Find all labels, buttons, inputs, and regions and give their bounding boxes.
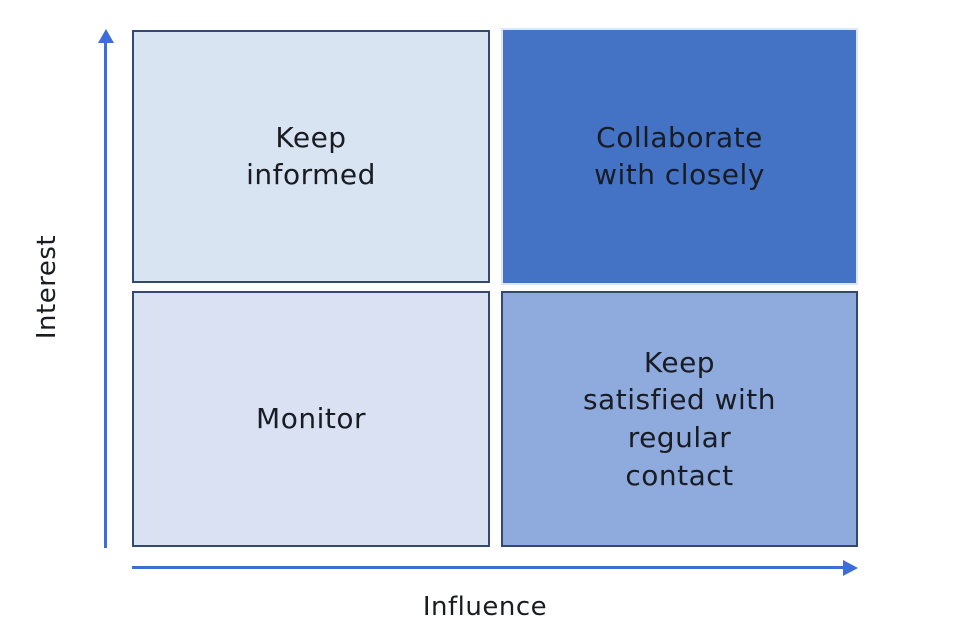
quadrant-label-collaborate-with-closely: Collaborate with closely — [594, 120, 765, 191]
quadrant-label-keep-satisfied: Keep satisfied with regular contact — [582, 345, 777, 492]
y-axis-label: Interest — [32, 234, 62, 340]
quadrant-keep-satisfied: Keep satisfied with regular contact — [501, 291, 858, 547]
quadrant-keep-informed: Keep informed — [132, 30, 490, 283]
quadrant-collaborate-with-closely: Collaborate with closely — [501, 28, 858, 285]
quadrant-label-keep-informed: Keep informed — [246, 120, 376, 191]
quadrant-label-monitor: Monitor — [256, 401, 366, 435]
y-axis-line — [104, 40, 107, 548]
x-axis-line — [132, 566, 844, 569]
x-axis-arrowhead-icon — [843, 560, 858, 576]
quadrant-monitor: Monitor — [132, 291, 490, 547]
y-axis-arrowhead-icon — [98, 29, 114, 43]
x-axis-label: Influence — [422, 592, 548, 622]
